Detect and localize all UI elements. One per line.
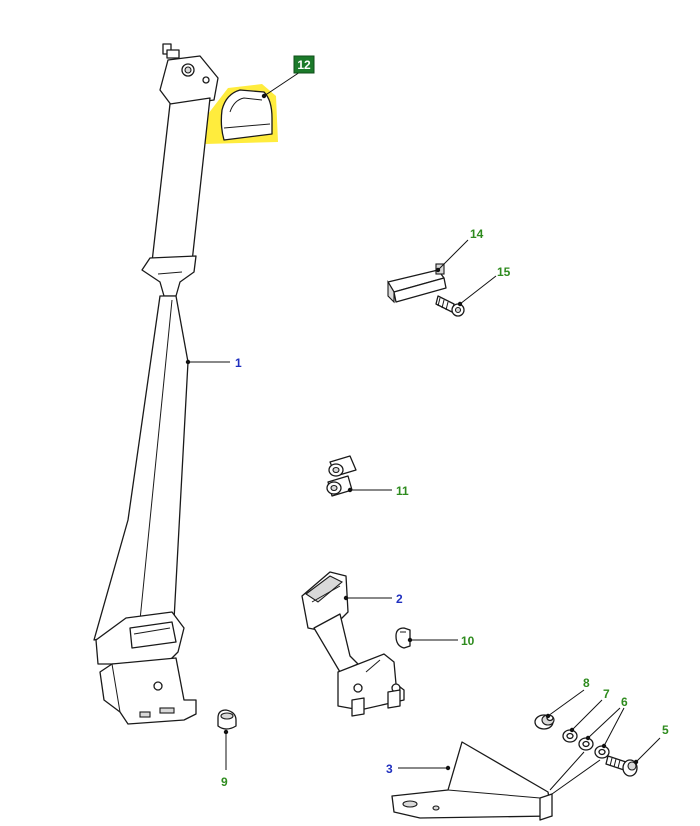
callout-2[interactable]: 2 (396, 592, 403, 606)
buckle-assembly[interactable] (301, 571, 405, 717)
callout-5[interactable]: 5 (662, 723, 669, 737)
callout-12: 12 (297, 58, 311, 72)
bolt-cap-part[interactable] (217, 709, 237, 730)
callout-1[interactable]: 1 (235, 356, 242, 370)
leader-lines (185, 71, 661, 795)
callout-15[interactable]: 15 (497, 265, 511, 279)
callout-14[interactable]: 14 (470, 227, 484, 241)
mounting-bracket[interactable] (391, 741, 553, 821)
callout-11[interactable]: 11 (396, 484, 409, 498)
callout-3[interactable]: 3 (386, 762, 393, 776)
callout-12-box (293, 55, 315, 74)
callout-7[interactable]: 7 (603, 687, 610, 701)
bolt-part[interactable] (605, 755, 638, 777)
nut-part[interactable] (534, 714, 555, 730)
callout-9[interactable]: 9 (221, 775, 228, 789)
cap-part[interactable] (395, 627, 411, 649)
screw-part[interactable] (435, 295, 465, 317)
callout-8[interactable]: 8 (583, 676, 590, 690)
washer-part-7[interactable] (562, 729, 578, 743)
clip-strip-part[interactable] (387, 263, 447, 304)
callout-12-badge[interactable]: 12 (293, 55, 315, 74)
seat-belt-assembly[interactable] (93, 43, 219, 725)
trim-cover-part[interactable] (220, 89, 273, 141)
callout-10[interactable]: 10 (461, 634, 475, 648)
callout-6[interactable]: 6 (621, 695, 628, 709)
callout-labels: 1 2 3 5 6 7 8 9 10 11 14 15 12 (221, 55, 669, 789)
